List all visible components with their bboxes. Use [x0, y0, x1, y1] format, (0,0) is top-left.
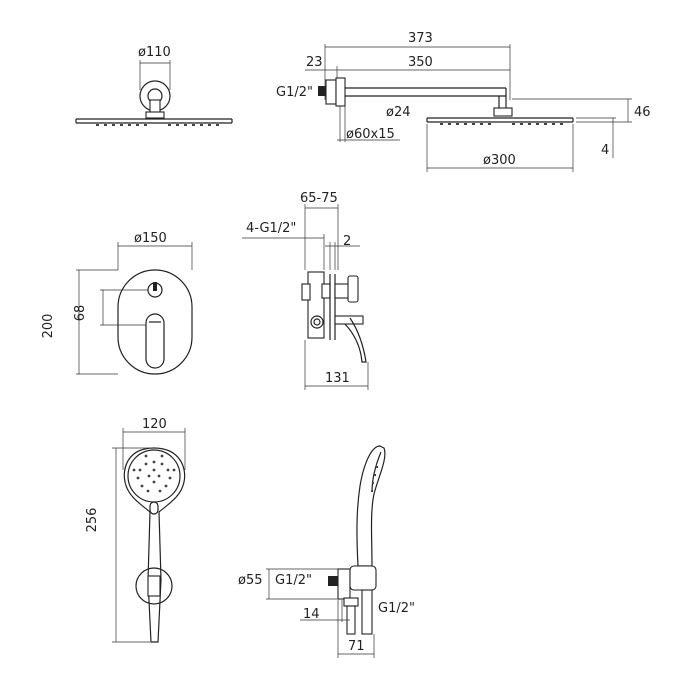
- dim-arm-tube-diameter: ø24: [386, 105, 411, 120]
- dim-head-top-diameter: ø110: [138, 45, 171, 60]
- dim-head-thickness: 4: [601, 143, 609, 158]
- dim-arm-offset: 23: [306, 55, 323, 70]
- dim-arm-thread: G1/2": [276, 85, 313, 100]
- dim-valve-depth-range: 65-75: [300, 191, 338, 206]
- dim-hand-length: 256: [85, 508, 100, 533]
- dim-head-height: 46: [634, 105, 651, 120]
- dim-elbow-depth: 71: [348, 639, 365, 654]
- hand-shower-side-view: ø55 G1/2" G1/2" 14 71: [238, 445, 415, 658]
- dim-plate-height: 200: [41, 314, 56, 339]
- dim-hand-width: 120: [142, 417, 167, 432]
- shower-head-top-view: ø110: [75, 45, 233, 126]
- valve-side-view: 65-75 4-G1/2" 2 131: [242, 191, 369, 390]
- dim-valve-total-depth: 131: [325, 371, 350, 386]
- dim-valve-inlets: 4-G1/2": [246, 221, 296, 236]
- dim-valve-trim-gap: 2: [343, 234, 351, 249]
- dim-knob-offset: 68: [73, 305, 88, 322]
- dim-elbow-offset: 14: [303, 607, 320, 622]
- valve-front-view: ø150 200 68: [41, 231, 193, 375]
- dim-head-diameter: ø300: [483, 153, 516, 168]
- dim-elbow-thread-lower: G1/2": [378, 601, 415, 616]
- dim-plate-diameter: ø150: [134, 231, 167, 246]
- dim-wall-flange: ø60x15: [346, 127, 395, 142]
- dim-elbow-diameter: ø55: [238, 573, 263, 588]
- dim-elbow-thread-upper: G1/2": [275, 573, 312, 588]
- hand-shower-front-view: 120 256: [85, 417, 186, 643]
- shower-arm-side-view: 373 23 350 G1/2" ø24 ø60x15: [276, 31, 651, 172]
- dim-arm-length: 350: [408, 55, 433, 70]
- dim-arm-total-length: 373: [408, 31, 433, 46]
